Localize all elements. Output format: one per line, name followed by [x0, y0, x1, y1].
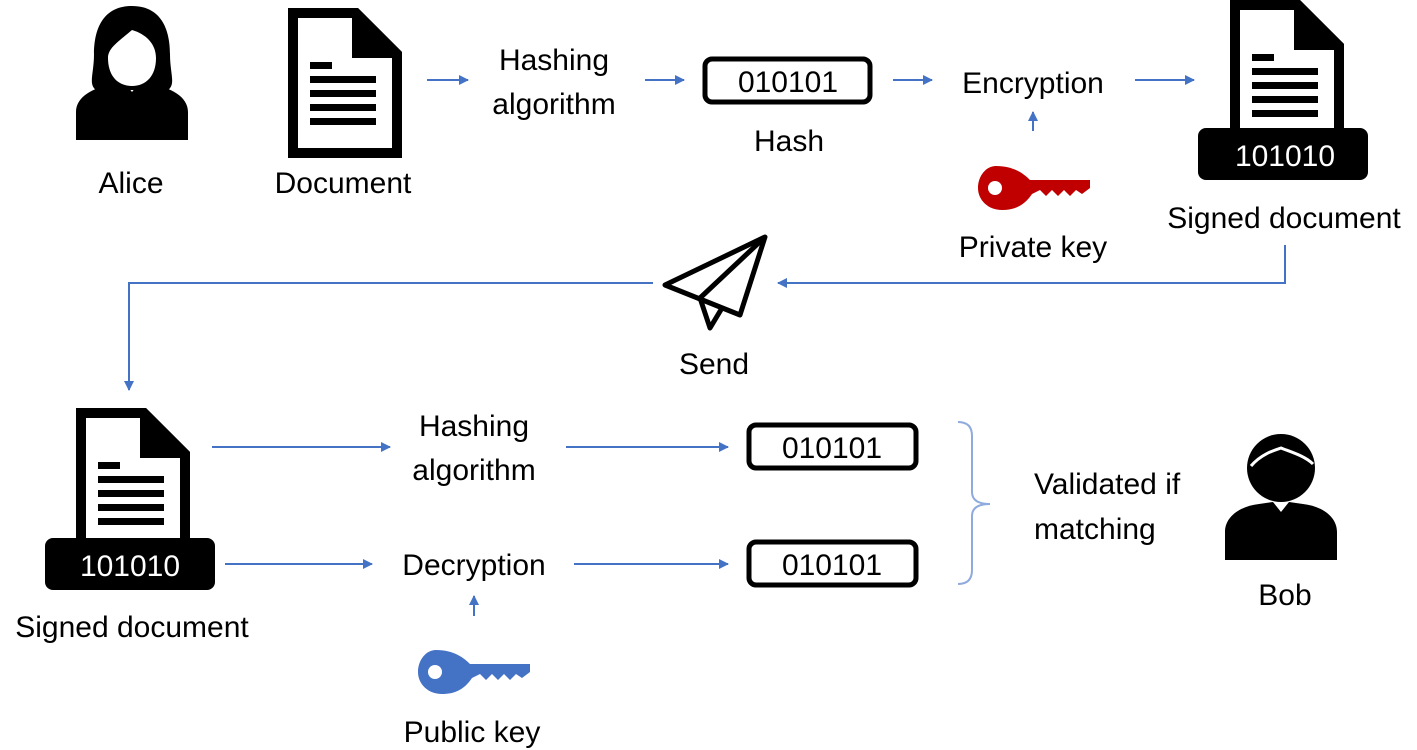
send-label: Send	[679, 348, 749, 381]
hashing-algorithm-label-line1: Hashing	[499, 44, 609, 77]
computed-hash-value: 010101	[782, 432, 882, 465]
hashing-algorithm-2-label-line2: algorithm	[412, 454, 535, 487]
paper-plane-icon	[662, 234, 768, 331]
public-key-label: Public key	[404, 716, 541, 749]
private-key-label: Private key	[959, 231, 1107, 264]
validated-label-line2: matching	[1034, 513, 1156, 546]
computed-hash-box	[746, 422, 919, 471]
arrow-send-to-received-document	[124, 282, 653, 391]
validated-label-line1: Validated if	[1034, 468, 1181, 501]
alice-icon	[76, 6, 188, 140]
hashing-algorithm-label-line2: algorithm	[492, 88, 615, 121]
received-signature-box	[45, 538, 215, 590]
bob-icon	[1223, 432, 1339, 562]
arrow-signed-document-to-send	[777, 245, 1286, 288]
document-label: Document	[275, 167, 412, 200]
decrypted-hash-box	[746, 539, 919, 588]
hashing-algorithm-2-label-line1: Hashing	[419, 410, 529, 443]
document-icon	[293, 13, 397, 153]
encryption-label: Encryption	[962, 67, 1104, 100]
hash-box	[702, 56, 873, 105]
decrypted-hash-value: 010101	[782, 549, 882, 582]
hash-label: Hash	[754, 125, 824, 158]
decryption-label: Decryption	[402, 549, 545, 582]
received-signed-document-icon	[81, 413, 185, 553]
signed-document-label: Signed document	[1167, 202, 1401, 235]
comparison-bracket	[957, 421, 991, 585]
received-signature-value: 101010	[80, 550, 180, 583]
signature-value: 101010	[1235, 140, 1335, 173]
received-signed-document-label: Signed document	[15, 611, 249, 644]
alice-label: Alice	[98, 167, 163, 200]
hash-value: 010101	[738, 66, 838, 99]
signature-box	[1198, 128, 1368, 180]
bob-label: Bob	[1258, 579, 1311, 612]
signed-document-icon	[1235, 5, 1339, 145]
